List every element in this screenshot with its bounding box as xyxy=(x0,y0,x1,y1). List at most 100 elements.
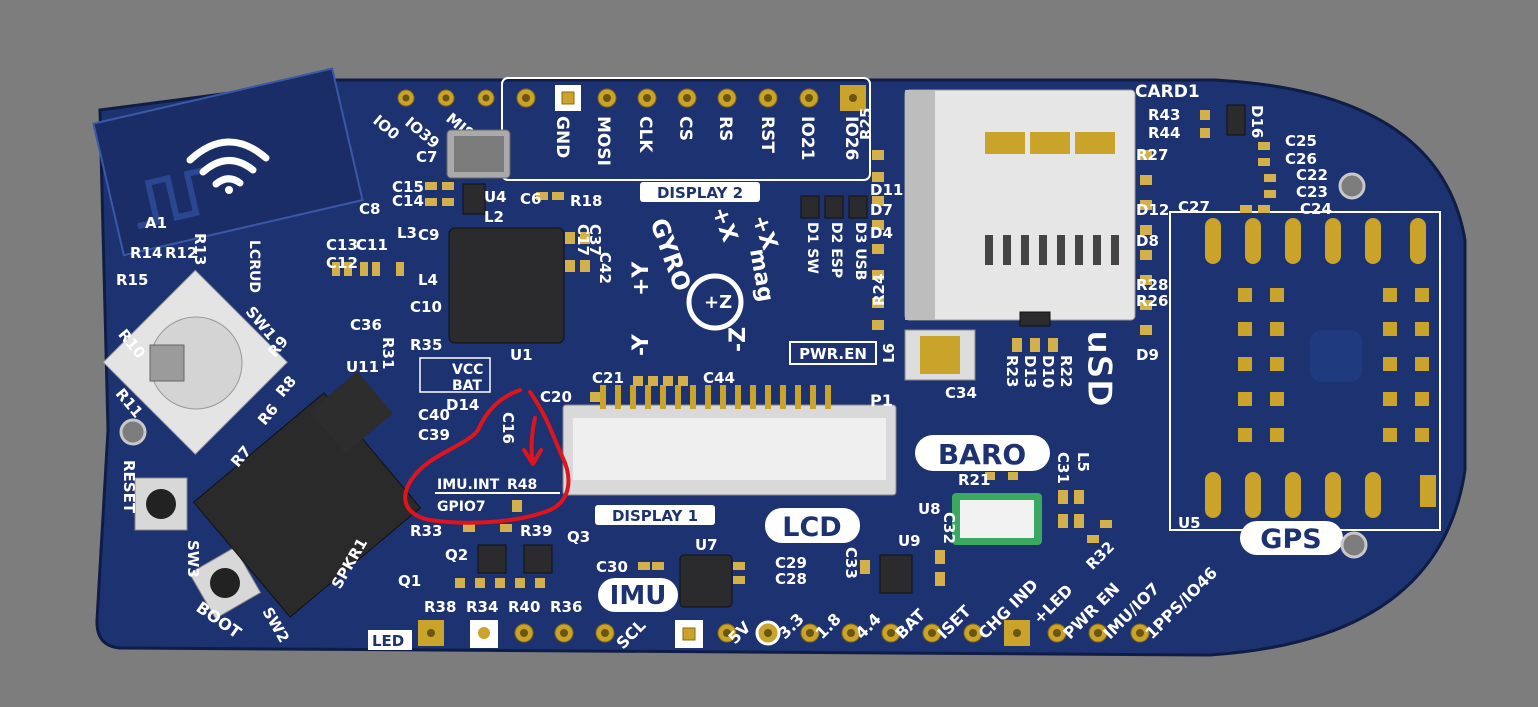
pin-label-cs: CS xyxy=(675,116,695,141)
svg-text:D4: D4 xyxy=(870,224,893,242)
svg-text:U7: U7 xyxy=(695,536,718,554)
wifi-icon xyxy=(186,138,270,194)
svg-text:U5: U5 xyxy=(1178,514,1201,532)
power-select-area: D1 SW D2 ESP D3 USB PWR.EN xyxy=(789,195,877,365)
svg-text:D14: D14 xyxy=(446,396,479,414)
svg-text:C10: C10 xyxy=(410,298,442,316)
svg-text:SW3: SW3 xyxy=(184,540,202,578)
svg-text:R23: R23 xyxy=(1003,355,1021,387)
svg-text:R21: R21 xyxy=(958,471,990,489)
svg-text:D12: D12 xyxy=(1136,201,1169,219)
wifi-antenna-module: A1 xyxy=(92,67,364,257)
display1-label: DISPLAY 1 xyxy=(612,507,698,525)
mag-axis-minus-z: -Z xyxy=(726,327,751,352)
svg-text:U11: U11 xyxy=(346,358,379,376)
svg-text:C31: C31 xyxy=(1054,452,1072,484)
svg-text:R35: R35 xyxy=(410,336,442,354)
r48-label: R48 xyxy=(507,477,537,493)
u4-chip xyxy=(462,183,486,215)
svg-text:L4: L4 xyxy=(418,271,438,289)
bat-select-label: BAT xyxy=(452,378,482,394)
svg-text:R15: R15 xyxy=(116,271,148,289)
gpio7-label: GPIO7 xyxy=(437,499,486,515)
svg-text:C29: C29 xyxy=(775,554,807,572)
u9-chip xyxy=(879,554,913,594)
transistor-chips xyxy=(477,104,1246,574)
svg-text:D7: D7 xyxy=(870,201,893,219)
gyro-axis-minus-y: -Y xyxy=(629,333,654,356)
svg-text:Q1: Q1 xyxy=(398,572,421,590)
svg-text:C25: C25 xyxy=(1285,132,1317,150)
svg-text:R28: R28 xyxy=(1136,276,1168,294)
red-annotation-circle xyxy=(403,388,571,525)
usd-label: uSD xyxy=(1079,330,1119,407)
pin-label-mosi: MOSI xyxy=(593,116,613,166)
svg-text:C20: C20 xyxy=(540,388,572,406)
svg-text:U1: U1 xyxy=(510,346,533,364)
svg-text:Q2: Q2 xyxy=(445,546,468,564)
svg-text:C15: C15 xyxy=(392,178,424,196)
pin-label-rs: RS xyxy=(715,116,735,141)
svg-text:C40: C40 xyxy=(418,406,450,424)
svg-text:D13: D13 xyxy=(1021,355,1039,388)
display2-label: DISPLAY 2 xyxy=(657,184,743,202)
baro-label: BARO xyxy=(938,438,1026,471)
pin-label-gnd: GND xyxy=(552,116,572,158)
pin-label-clk: CLK xyxy=(635,116,655,153)
gps-label: GPS xyxy=(1260,524,1321,555)
pin-label-io21: IO21 xyxy=(797,116,817,160)
display1-fpc-connector: P1 DISPLAY 1 xyxy=(562,385,897,525)
crystal xyxy=(446,129,511,179)
gyro-axis-plus-y: +Y xyxy=(629,261,654,296)
svg-text:C21: C21 xyxy=(592,369,624,387)
svg-text:Q3: Q3 xyxy=(567,528,590,546)
svg-text:R18: R18 xyxy=(570,192,602,210)
gyro-axis-plus-z: +Z xyxy=(704,292,732,313)
svg-text:C23: C23 xyxy=(1296,183,1328,201)
gps-module: GPS xyxy=(1169,211,1441,555)
svg-text:C44: C44 xyxy=(703,369,735,387)
svg-text:R36: R36 xyxy=(550,598,582,616)
svg-text:C16: C16 xyxy=(499,412,517,444)
svg-text:C39: C39 xyxy=(418,426,450,444)
svg-text:C11: C11 xyxy=(356,236,388,254)
c34-capacitor xyxy=(904,329,976,381)
vcc-label: VCC xyxy=(452,362,483,378)
svg-text:C9: C9 xyxy=(418,226,439,244)
sd-card-slot: CARD1 uSD xyxy=(904,82,1200,407)
card1-label: CARD1 xyxy=(1135,82,1200,102)
refdes-labels: R25 D11 D7 D4 R24 L6 R43 R44 D16 C25 C26… xyxy=(112,105,1332,646)
svg-text:R31: R31 xyxy=(379,337,397,369)
svg-text:R40: R40 xyxy=(508,598,540,616)
svg-text:C33: C33 xyxy=(842,547,860,579)
svg-text:U9: U9 xyxy=(898,532,921,550)
sel-label-d1: D1 SW xyxy=(804,222,820,274)
svg-text:C30: C30 xyxy=(596,558,628,576)
svg-text:L6: L6 xyxy=(880,343,898,363)
svg-text:U8: U8 xyxy=(918,500,941,518)
svg-text:C36: C36 xyxy=(350,316,382,334)
smd-components xyxy=(332,110,1276,588)
svg-text:R14: R14 xyxy=(130,244,162,262)
svg-text:C14: C14 xyxy=(392,192,424,210)
p1-label: P1 xyxy=(870,391,893,410)
svg-text:C37: C37 xyxy=(586,224,604,256)
sel-label-d2: D2 ESP xyxy=(828,222,844,278)
svg-text:C6: C6 xyxy=(520,190,541,208)
svg-text:R34: R34 xyxy=(466,598,498,616)
antenna-label: A1 xyxy=(145,214,167,232)
svg-text:R43: R43 xyxy=(1148,106,1180,124)
svg-text:C13: C13 xyxy=(326,236,358,254)
svg-text:C28: C28 xyxy=(775,570,807,588)
svg-text:R22: R22 xyxy=(1057,355,1075,387)
svg-text:R24: R24 xyxy=(870,274,888,306)
svg-text:C7: C7 xyxy=(416,148,437,166)
esp32-chip xyxy=(448,227,565,344)
svg-text:L3: L3 xyxy=(397,224,417,242)
svg-text:D8: D8 xyxy=(1136,232,1159,250)
svg-text:R27: R27 xyxy=(1136,146,1168,164)
imu-chip-u7 xyxy=(679,554,733,608)
svg-text:R13: R13 xyxy=(191,233,209,265)
svg-text:C12: C12 xyxy=(326,254,358,272)
svg-text:C24: C24 xyxy=(1300,200,1332,218)
